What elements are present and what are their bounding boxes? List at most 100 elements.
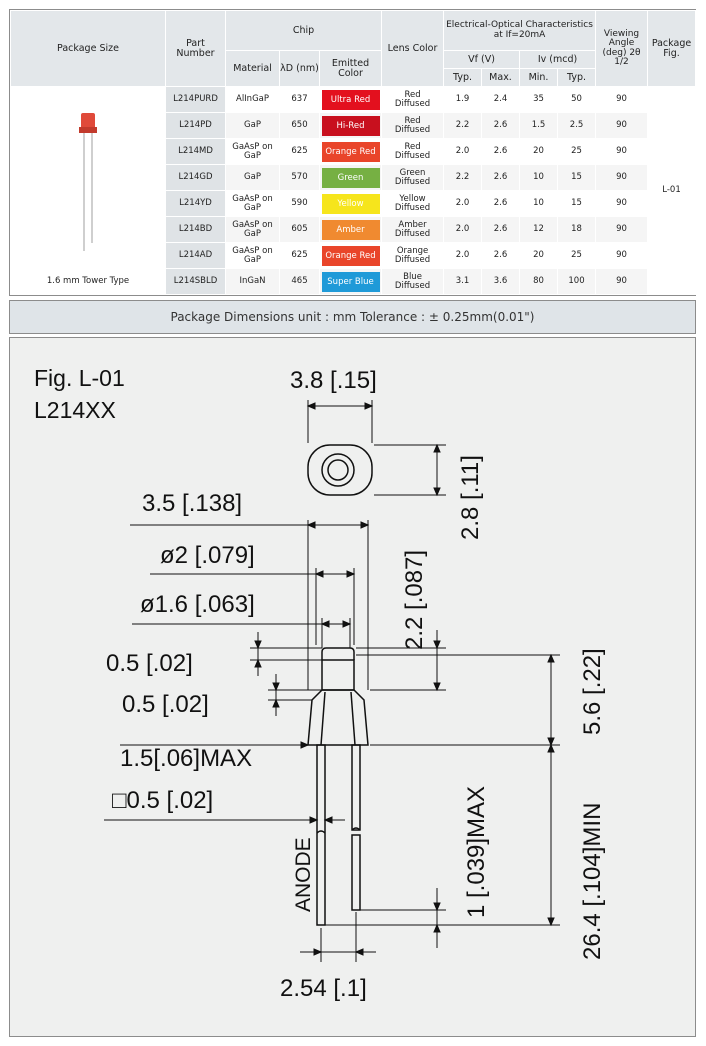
vf-max: 2.4 bbox=[481, 86, 521, 113]
iv-typ: 25 bbox=[557, 138, 597, 165]
anode-label: ANODE bbox=[292, 837, 315, 912]
lens-diffused: Diffused bbox=[394, 280, 431, 291]
emitted-color-cell: Ultra Red bbox=[318, 86, 383, 113]
header-material: Material bbox=[225, 50, 280, 87]
part-number: L214AD bbox=[165, 242, 226, 269]
emitted-color-swatch: Yellow bbox=[321, 193, 380, 214]
dim-top-height: 2.8 [.11] bbox=[457, 455, 484, 540]
dim-26-4: 26.4 [.104]MIN bbox=[579, 803, 606, 960]
dim-2-2: 2.2 [.087] bbox=[401, 550, 428, 650]
lens-color-name: Green bbox=[399, 167, 426, 178]
fig-label: Fig. L-01 bbox=[34, 365, 125, 391]
lens-color-name: Red bbox=[404, 115, 421, 126]
emitted-color-cell: Orange Red bbox=[318, 138, 383, 165]
emitted-color-swatch: Super Blue bbox=[321, 271, 380, 292]
vf-max: 2.6 bbox=[481, 216, 521, 243]
vf-typ: 2.0 bbox=[443, 138, 483, 165]
lambda: 590 bbox=[279, 190, 320, 217]
header-lambda: λD (nm) bbox=[279, 50, 320, 87]
viewing-angle: 90 bbox=[595, 242, 649, 269]
emitted-color-swatch: Hi-Red bbox=[321, 115, 380, 136]
header-vf-typ: Typ. bbox=[443, 68, 483, 87]
viewing-angle: 90 bbox=[595, 86, 649, 113]
header-viewing-angle: Viewing Angle (deg) 2θ 1/2 bbox=[595, 10, 649, 87]
lens-color-name: Orange bbox=[396, 245, 429, 256]
part-number: L214SBLD bbox=[165, 268, 226, 295]
material: InGaN bbox=[225, 268, 280, 295]
vf-max: 2.6 bbox=[481, 164, 521, 191]
material: GaAsP on GaP bbox=[225, 216, 280, 243]
part-number: L214YD bbox=[165, 190, 226, 217]
viewing-angle: 90 bbox=[595, 216, 649, 243]
vf-typ: 2.0 bbox=[443, 242, 483, 269]
header-iv-typ: Typ. bbox=[557, 68, 597, 87]
iv-typ: 15 bbox=[557, 164, 597, 191]
dimensions-title-bar: Package Dimensions unit : mm Tolerance :… bbox=[9, 300, 696, 334]
header-electrical-optical: Electrical-Optical Characteristics at If… bbox=[443, 10, 597, 51]
vf-typ: 2.0 bbox=[443, 190, 483, 217]
iv-min: 1.5 bbox=[519, 112, 559, 139]
lens-diffused: Diffused bbox=[394, 176, 431, 187]
header-iv-min: Min. bbox=[519, 68, 559, 87]
lambda: 650 bbox=[279, 112, 320, 139]
material: GaP bbox=[225, 112, 280, 139]
emitted-color-swatch: Orange Red bbox=[321, 245, 380, 266]
dim-5-6: 5.6 [.22] bbox=[579, 648, 606, 735]
emitted-color-cell: Super Blue bbox=[318, 268, 383, 295]
iv-min: 20 bbox=[519, 242, 559, 269]
viewing-angle: 90 bbox=[595, 138, 649, 165]
header-lens-color: Lens Color bbox=[381, 10, 445, 87]
spec-table: Package Size Part Number Chip Lens Color… bbox=[10, 10, 697, 295]
lens-diffused: Diffused bbox=[394, 202, 431, 213]
lens-diffused: Diffused bbox=[394, 228, 431, 239]
viewing-angle: 90 bbox=[595, 268, 649, 295]
iv-min: 10 bbox=[519, 190, 559, 217]
part-number: L214PD bbox=[165, 112, 226, 139]
header-emitted-color: Emitted Color bbox=[318, 50, 383, 87]
lambda: 625 bbox=[279, 242, 320, 269]
header-part-number: Part Number bbox=[165, 10, 226, 87]
iv-typ: 18 bbox=[557, 216, 597, 243]
header-vf-max: Max. bbox=[481, 68, 521, 87]
dim-2-54: 2.54 [.1] bbox=[280, 975, 367, 1002]
top-view bbox=[307, 444, 373, 496]
emitted-color-swatch: Amber bbox=[321, 219, 380, 240]
dim-1-max: 1 [.039]MAX bbox=[463, 786, 490, 918]
emitted-color-cell: Hi-Red bbox=[318, 112, 383, 139]
lens-diffused: Diffused bbox=[394, 98, 431, 109]
material: GaAsP on GaP bbox=[225, 190, 280, 217]
part-number: L214PURD bbox=[165, 86, 226, 113]
dim-3-5: 3.5 [.138] bbox=[142, 490, 242, 517]
vf-typ: 2.0 bbox=[443, 216, 483, 243]
part-number: L214MD bbox=[165, 138, 226, 165]
material: AlInGaP bbox=[225, 86, 280, 113]
lens-diffused: Diffused bbox=[394, 254, 431, 265]
lens-color-name: Yellow bbox=[399, 193, 426, 204]
emitted-color-swatch: Ultra Red bbox=[321, 89, 380, 110]
iv-typ: 25 bbox=[557, 242, 597, 269]
material: GaAsP on GaP bbox=[225, 138, 280, 165]
viewing-angle: 90 bbox=[595, 164, 649, 191]
lambda: 625 bbox=[279, 138, 320, 165]
package-cell: 1.6 mm Tower Type bbox=[10, 86, 166, 295]
emitted-color-cell: Amber bbox=[318, 216, 383, 243]
vf-max: 2.6 bbox=[481, 112, 521, 139]
emitted-color-cell: Yellow bbox=[318, 190, 383, 217]
model-label: L214XX bbox=[34, 397, 116, 423]
iv-min: 12 bbox=[519, 216, 559, 243]
dimension-drawing: Fig. L-01 L214XX 3.8 [.15] 2.8 [.11] bbox=[34, 365, 606, 1002]
lens-diffused: Diffused bbox=[394, 150, 431, 161]
material: GaP bbox=[225, 164, 280, 191]
iv-typ: 2.5 bbox=[557, 112, 597, 139]
header-chip: Chip bbox=[224, 10, 383, 51]
part-number: L214GD bbox=[165, 164, 226, 191]
header-iv: Iv (mcd) bbox=[519, 50, 597, 69]
